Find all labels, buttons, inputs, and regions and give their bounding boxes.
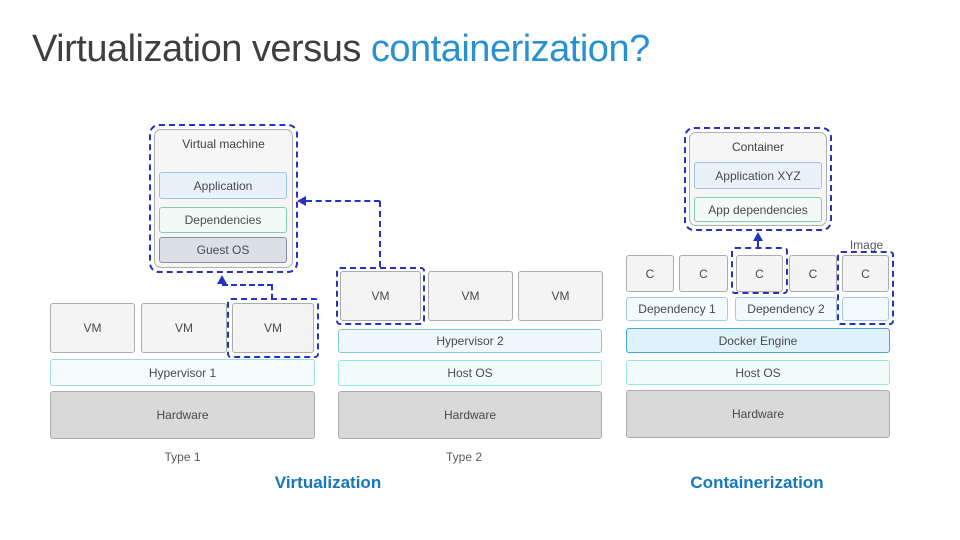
container-c3-highlight	[731, 247, 788, 294]
type2-hypervisor-layer: Hypervisor 2	[338, 329, 602, 353]
connector-type2vm-arrowhead-icon	[297, 196, 306, 206]
virtualization-label: Virtualization	[274, 473, 382, 492]
docker-engine-layer: Docker Engine	[626, 328, 890, 353]
slide-title-blue: containerization?	[370, 28, 650, 70]
connector-type2vm-vertical	[379, 201, 381, 267]
vm-dependencies-layer: Dependencies	[159, 207, 287, 233]
type2-vm-3: VM	[518, 271, 603, 321]
container-application-layer: Application XYZ	[694, 162, 822, 189]
connector-type2vm-horizontal	[306, 200, 380, 202]
connector-container-arrowhead-icon	[753, 232, 763, 241]
container-c-4: C	[789, 255, 837, 292]
type2-hardware-layer: Hardware	[338, 391, 602, 439]
connector-container-vertical	[757, 241, 759, 248]
connector-vm3-horizontal	[222, 284, 273, 286]
containerization-host-os-layer: Host OS	[626, 360, 890, 385]
container-c-5: C	[842, 255, 889, 292]
dependency-blank-layer	[842, 297, 889, 321]
container-c-3: C	[736, 255, 783, 292]
type1-caption: Type 1	[164, 450, 201, 464]
connector-vm3-arrowhead-icon	[217, 275, 227, 284]
container-dependencies-layer: App dependencies	[694, 197, 822, 222]
type1-vm-3: VM	[232, 303, 314, 353]
type1-hardware-layer: Hardware	[50, 391, 315, 439]
type2-host-os-layer: Host OS	[338, 360, 602, 386]
container-title: Container	[731, 140, 785, 154]
type1-hypervisor-layer: Hypervisor 1	[50, 359, 315, 386]
image-label: Image	[849, 238, 884, 252]
container-c-1: C	[626, 255, 674, 292]
containerization-label: Containerization	[690, 473, 824, 492]
vm-guest-os-layer: Guest OS	[159, 237, 287, 263]
dependency-1-layer: Dependency 1	[626, 297, 728, 321]
type2-vm-1-highlight	[336, 267, 425, 325]
slide-title: Virtualization versus containerization?	[32, 28, 650, 71]
vm-application-layer: Application	[159, 172, 287, 199]
containerization-hardware-layer: Hardware	[626, 390, 890, 438]
type1-vm-2: VM	[141, 303, 227, 353]
connector-vm3-vertical	[271, 285, 273, 299]
image-group-highlight	[837, 251, 894, 325]
type2-caption: Type 2	[445, 450, 483, 464]
dependency-2-layer: Dependency 2	[735, 297, 837, 321]
virtual-machine-title: Virtual machine	[182, 137, 265, 151]
type1-vm-1: VM	[50, 303, 135, 353]
container-c-2: C	[679, 255, 728, 292]
type1-vm-3-highlight	[227, 298, 319, 358]
slide-title-gray: Virtualization versus	[32, 28, 371, 70]
type2-vm-2: VM	[428, 271, 513, 321]
type2-vm-1: VM	[340, 271, 421, 321]
